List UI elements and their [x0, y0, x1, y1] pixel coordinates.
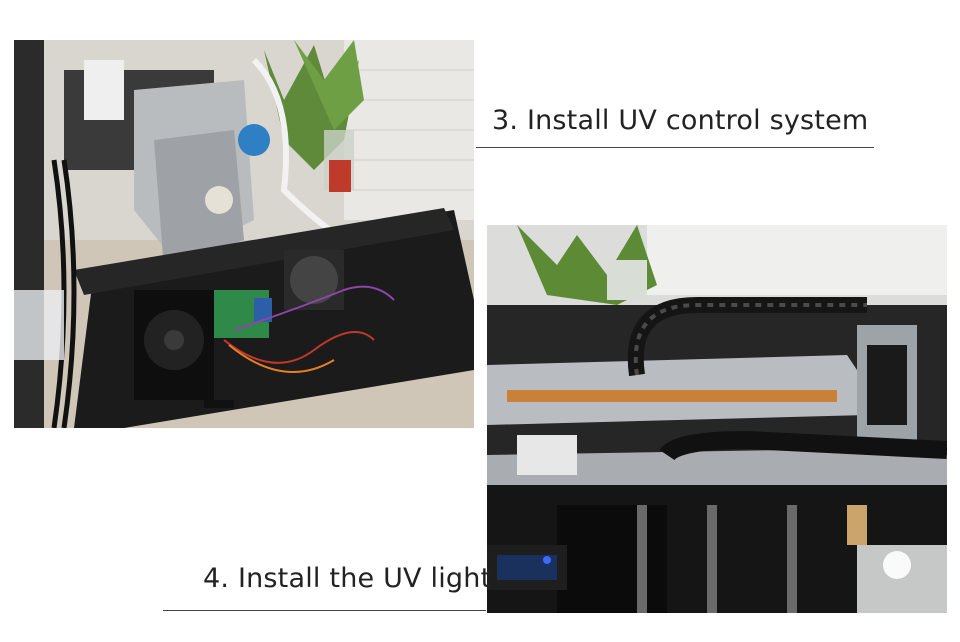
printer-carriage-photo-graphic — [487, 225, 947, 613]
step-3-underline — [476, 147, 874, 148]
step-4-underline — [163, 610, 486, 611]
uv-light-photo — [487, 225, 947, 613]
step-4-caption: 4. Install the UV light — [203, 563, 492, 594]
printer-frame-photo-graphic — [14, 40, 474, 428]
uv-control-system-photo — [14, 40, 474, 428]
step-3-caption: 3. Install UV control system — [492, 105, 869, 136]
